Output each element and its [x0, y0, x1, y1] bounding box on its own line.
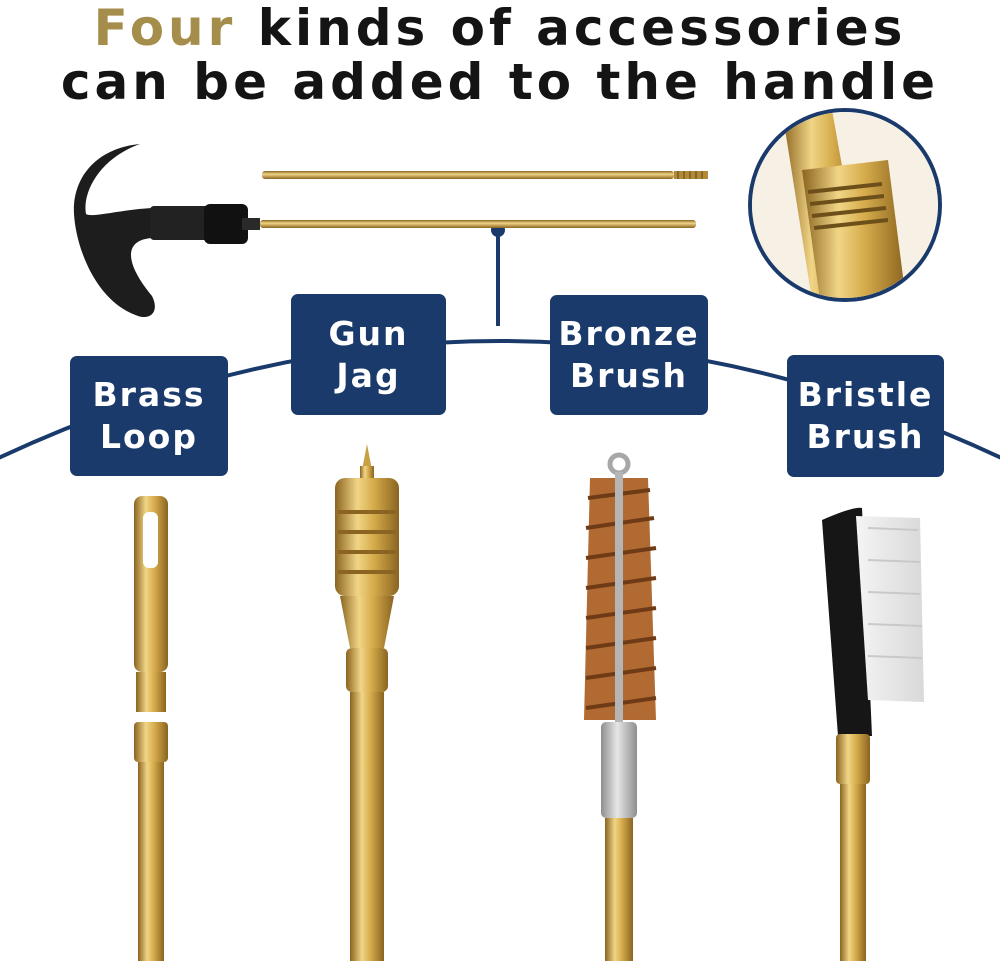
label-brass-loop: Brass Loop	[70, 356, 228, 476]
headline-line-2: can be added to the handle	[60, 53, 940, 111]
brass-loop-tool	[134, 496, 168, 961]
label-gun-jag: Gun Jag	[291, 294, 446, 415]
bronze-brush-tool	[584, 452, 657, 961]
bristle-brush-tool	[822, 507, 924, 961]
headline-line-1-rest: kinds of accessories	[236, 0, 907, 57]
headline-accent: Four	[93, 0, 237, 57]
headline-line-1: Four kinds of accessories	[0, 0, 1000, 56]
extension-rod	[262, 171, 708, 179]
label-bronze-brush: Bronze Brush	[550, 295, 708, 415]
t-handle	[73, 144, 696, 318]
gun-jag-tool	[335, 444, 399, 961]
label-bristle-brush: Bristle Brush	[787, 355, 944, 477]
thread-detail-inset	[748, 108, 942, 302]
